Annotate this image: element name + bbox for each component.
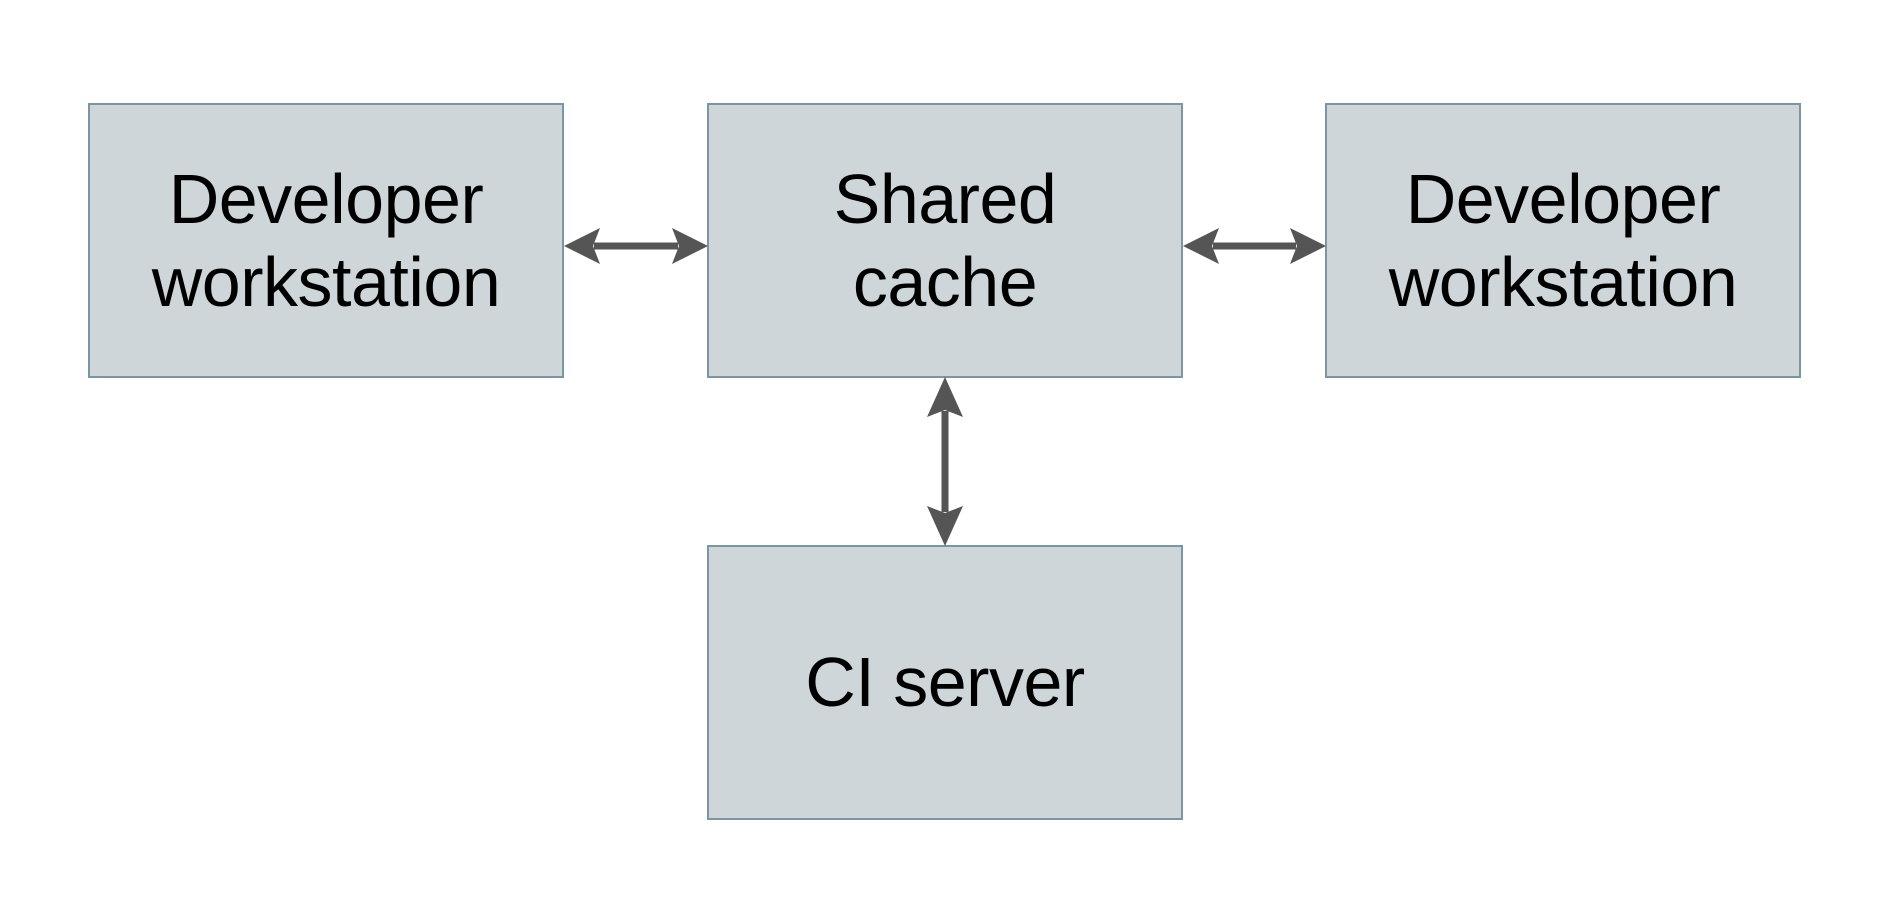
connector-shared-cache-to-ci-server[interactable] <box>914 377 976 546</box>
node-developer-workstation-left[interactable]: Developer workstation <box>88 103 564 378</box>
node-ci-server[interactable]: CI server <box>707 545 1183 820</box>
node-label: Developer workstation <box>151 159 501 321</box>
double-headed-arrow-icon <box>564 228 708 264</box>
node-shared-cache[interactable]: Shared cache <box>707 103 1183 378</box>
node-label: CI server <box>805 643 1085 722</box>
connector-shared-cache-to-developer-right[interactable] <box>1183 215 1326 277</box>
connector-developer-left-to-shared-cache[interactable] <box>564 215 708 277</box>
node-label: Developer workstation <box>1388 159 1738 321</box>
node-label: Shared cache <box>833 159 1057 321</box>
node-developer-workstation-right[interactable]: Developer workstation <box>1325 103 1801 378</box>
double-headed-arrow-icon <box>1183 228 1326 264</box>
double-headed-arrow-icon <box>927 377 963 546</box>
